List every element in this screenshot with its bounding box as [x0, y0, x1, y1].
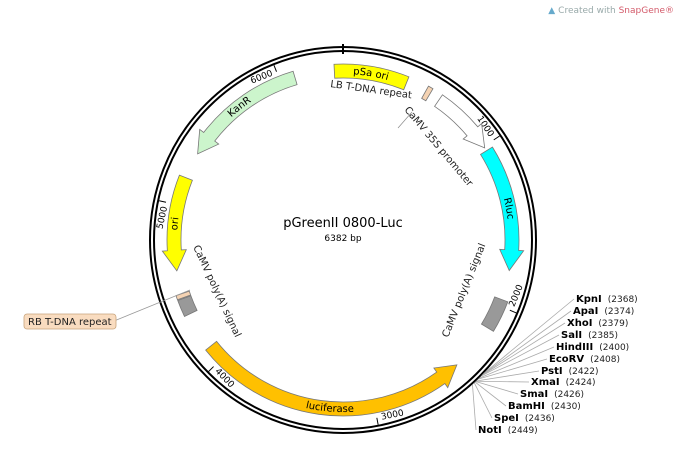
feature-label-rluc: Rluc: [501, 197, 516, 220]
site-position: (2374): [604, 307, 634, 317]
restriction-site[interactable]: NotI (2449): [478, 425, 538, 436]
feature-camv-poly-a-signal[interactable]: [480, 296, 509, 332]
site-position: (2379): [598, 319, 628, 329]
site-leader-line: [481, 322, 566, 376]
enzyme-name: EcoRV: [549, 354, 584, 365]
feature-psa-ori[interactable]: [333, 63, 410, 91]
restriction-site[interactable]: EcoRV (2408): [549, 354, 620, 365]
tick-mark: [376, 417, 379, 425]
restriction-site[interactable]: BamHI (2430): [508, 401, 581, 412]
tick-mark: [509, 309, 517, 314]
feature-camv-35s-promoter[interactable]: [433, 94, 486, 149]
restriction-site[interactable]: XhoI (2379): [567, 318, 628, 329]
site-leader-line: [483, 298, 575, 375]
enzyme-name: KpnI: [576, 294, 602, 305]
enzyme-name: PstI: [541, 366, 563, 377]
tick-mark: [493, 135, 500, 141]
feature-label-ori: ori: [169, 216, 181, 230]
backbone: [149, 44, 537, 434]
restriction-site[interactable]: XmaI (2424): [531, 377, 596, 388]
feature-kanr[interactable]: [197, 70, 298, 155]
rb-tdna-callout[interactable]: [23, 313, 117, 330]
site-leader-line: [479, 346, 555, 379]
restriction-site[interactable]: SmaI (2426): [520, 389, 584, 400]
snapgene-watermark: ▲Created with SnapGene®: [548, 6, 674, 16]
rb-tdna-label: RB T-DNA repeat: [28, 317, 112, 328]
tick-mark: [208, 366, 214, 372]
site-leader-line: [476, 370, 540, 382]
enzyme-name: ApaI: [573, 306, 598, 317]
site-position: (2424): [566, 378, 596, 388]
restriction-site[interactable]: ApaI (2374): [573, 306, 634, 317]
enzyme-name: HindIII: [556, 342, 593, 353]
restriction-site[interactable]: PstI (2422): [541, 366, 599, 377]
watermark-prefix: Created with: [558, 6, 619, 16]
enzyme-name: NotI: [478, 425, 502, 436]
tick-label: 3000: [380, 409, 405, 423]
site-leader-line: [472, 384, 477, 431]
restriction-site[interactable]: SalI (2385): [561, 330, 618, 341]
site-leader-line: [481, 334, 560, 377]
site-leader-line: [478, 358, 548, 380]
restriction-sites: KpnI (2368) ApaI (2374) XhoI (2379) SalI (2385)…: [472, 294, 638, 436]
enzyme-name: XmaI: [531, 377, 560, 388]
site-position: (2400): [599, 343, 629, 353]
plasmid-name: pGreenII 0800-Luc: [283, 216, 403, 231]
feature-rluc[interactable]: [479, 146, 525, 272]
restriction-site[interactable]: KpnI (2368): [576, 294, 638, 305]
site-leader-line: [475, 380, 530, 383]
watermark-brand: SnapGene®: [618, 6, 674, 16]
polya-right-label[interactable]: CaMV poly(A) signal: [441, 242, 489, 339]
enzyme-name: SmaI: [520, 389, 548, 400]
snapgene-logo-icon: ▲: [548, 6, 556, 16]
feature-camv-poly-a-signal[interactable]: [177, 295, 198, 317]
tick-label: 5000: [156, 205, 171, 230]
site-position: (2385): [588, 331, 618, 341]
site-position: (2426): [554, 390, 584, 400]
site-position: (2449): [508, 426, 538, 436]
polya-left-label[interactable]: CaMV poly(A) signal: [190, 244, 242, 340]
restriction-site[interactable]: HindIII (2400): [556, 342, 629, 353]
feature-rb-t-dna-repeat[interactable]: [175, 290, 192, 301]
site-position: (2408): [590, 355, 620, 365]
site-leader-line: [475, 381, 519, 395]
restriction-site[interactable]: SpeI (2436): [494, 413, 555, 424]
site-leader-line: [482, 310, 572, 375]
feature-luciferase[interactable]: [205, 340, 458, 417]
site-position: (2422): [569, 367, 599, 377]
site-position: (2368): [608, 295, 638, 305]
plasmid-length: 6382 bp: [324, 234, 361, 244]
enzyme-name: XhoI: [567, 318, 592, 329]
site-position: (2436): [525, 414, 555, 424]
feature-lb-t-dna-repeat[interactable]: [421, 85, 434, 102]
tick-mark: [159, 200, 167, 203]
site-leader-line: [474, 381, 507, 407]
tick-mark: [273, 64, 277, 72]
site-leader-line: [473, 382, 493, 419]
feature-ori[interactable]: [161, 174, 193, 272]
enzyme-name: SpeI: [494, 413, 519, 424]
enzyme-name: SalI: [561, 330, 582, 341]
site-position: (2430): [551, 402, 581, 412]
enzyme-name: BamHI: [508, 401, 545, 412]
